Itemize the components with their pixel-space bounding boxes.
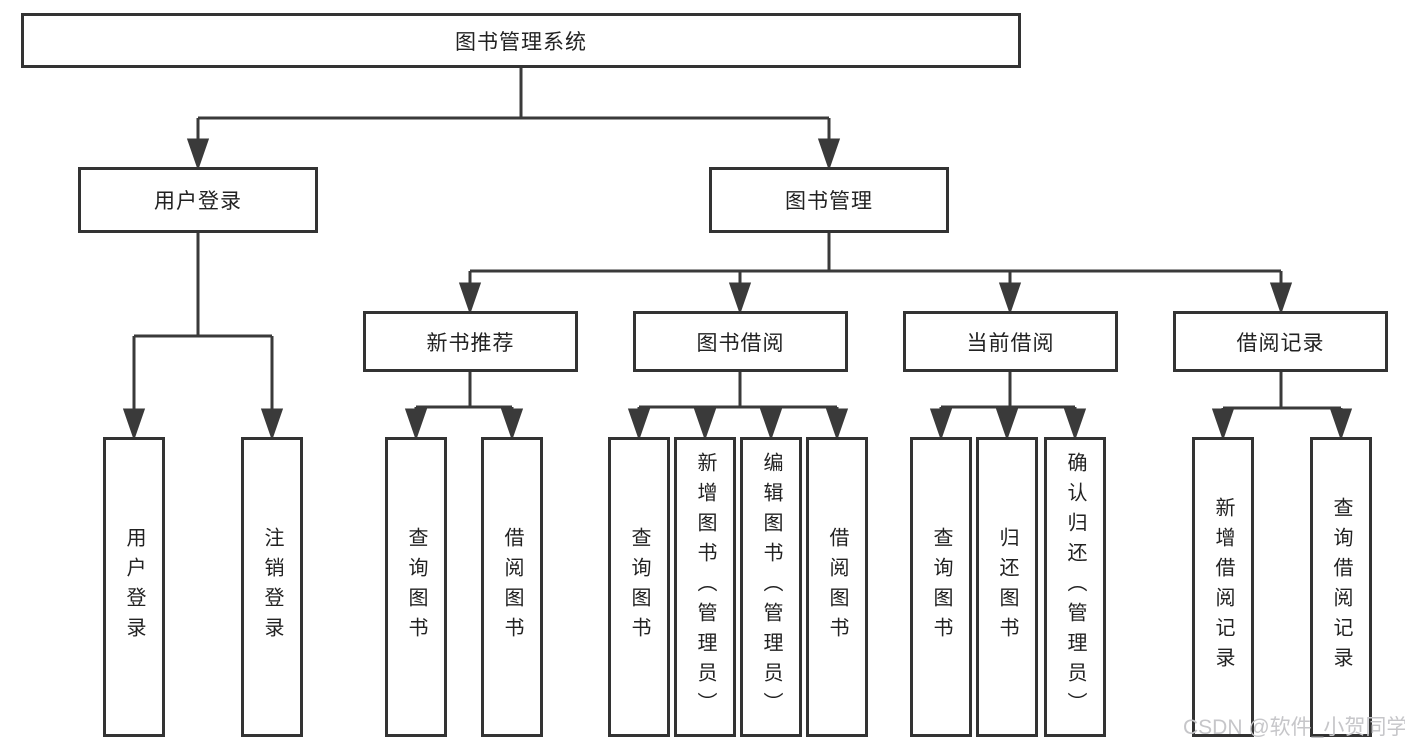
node-current-borrow: 当前借阅 (903, 311, 1118, 372)
leaf-confirm-return-admin-label: 确认归还（管理员） (1064, 452, 1086, 722)
connector-new-book-recommend-to-leaves (404, 372, 524, 441)
node-book-borrow: 图书借阅 (633, 311, 848, 372)
leaf-query-book-current-label: 查询图书 (930, 527, 952, 647)
connector-current-borrow-to-leaves (929, 372, 1087, 441)
node-borrow-record-label: 借阅记录 (1236, 331, 1325, 355)
node-book-management: 图书管理 (709, 167, 949, 233)
leaf-add-borrow-record-label: 新增借阅记录 (1212, 497, 1234, 677)
leaf-query-book-recommend: 查询图书 (385, 437, 447, 737)
connector-book-borrow-to-leaves (627, 372, 849, 441)
leaf-return-book-label: 归还图书 (996, 527, 1018, 647)
leaf-user-login: 用户登录 (103, 437, 165, 737)
leaf-confirm-return-admin: 确认归还（管理员） (1044, 437, 1106, 737)
leaf-query-book-borrow-label: 查询图书 (628, 527, 650, 647)
leaf-edit-book-admin-label: 编辑图书（管理员） (760, 452, 782, 722)
leaf-add-book-admin: 新增图书（管理员） (674, 437, 736, 737)
leaf-return-book: 归还图书 (976, 437, 1038, 737)
csdn-watermark: CSDN @软件_小贺同学 (1183, 716, 1405, 739)
connector-book-management-to-level3 (458, 233, 1293, 315)
node-new-book-recommend-label: 新书推荐 (426, 331, 515, 355)
node-root-system: 图书管理系统 (21, 13, 1021, 68)
leaf-query-book-borrow: 查询图书 (608, 437, 670, 737)
node-borrow-record: 借阅记录 (1173, 311, 1388, 372)
leaf-query-borrow-record: 查询借阅记录 (1310, 437, 1372, 737)
leaf-query-book-recommend-label: 查询图书 (405, 527, 427, 647)
node-current-borrow-label: 当前借阅 (966, 331, 1055, 355)
leaf-borrow-book-label: 借阅图书 (826, 527, 848, 647)
node-root-label: 图书管理系统 (455, 30, 587, 54)
leaf-query-book-current: 查询图书 (910, 437, 972, 737)
connector-user-login-to-leaves (122, 233, 284, 441)
connector-borrow-record-to-leaves (1211, 372, 1353, 441)
node-book-management-label: 图书管理 (785, 190, 873, 213)
node-user-login: 用户登录 (78, 167, 318, 233)
connector-root-to-level2 (186, 68, 841, 171)
node-new-book-recommend: 新书推荐 (363, 311, 578, 372)
node-user-login-label: 用户登录 (154, 190, 242, 213)
leaf-add-borrow-record: 新增借阅记录 (1192, 437, 1254, 737)
leaf-borrow-book: 借阅图书 (806, 437, 868, 737)
leaf-borrow-book-recommend: 借阅图书 (481, 437, 543, 737)
leaf-logout-label: 注销登录 (261, 527, 283, 647)
leaf-edit-book-admin: 编辑图书（管理员） (740, 437, 802, 737)
leaf-query-borrow-record-label: 查询借阅记录 (1330, 497, 1352, 677)
node-book-borrow-label: 图书借阅 (696, 331, 785, 355)
leaf-logout: 注销登录 (241, 437, 303, 737)
leaf-user-login-label: 用户登录 (123, 527, 145, 647)
leaf-borrow-book-recommend-label: 借阅图书 (501, 527, 523, 647)
leaf-add-book-admin-label: 新增图书（管理员） (694, 452, 716, 722)
